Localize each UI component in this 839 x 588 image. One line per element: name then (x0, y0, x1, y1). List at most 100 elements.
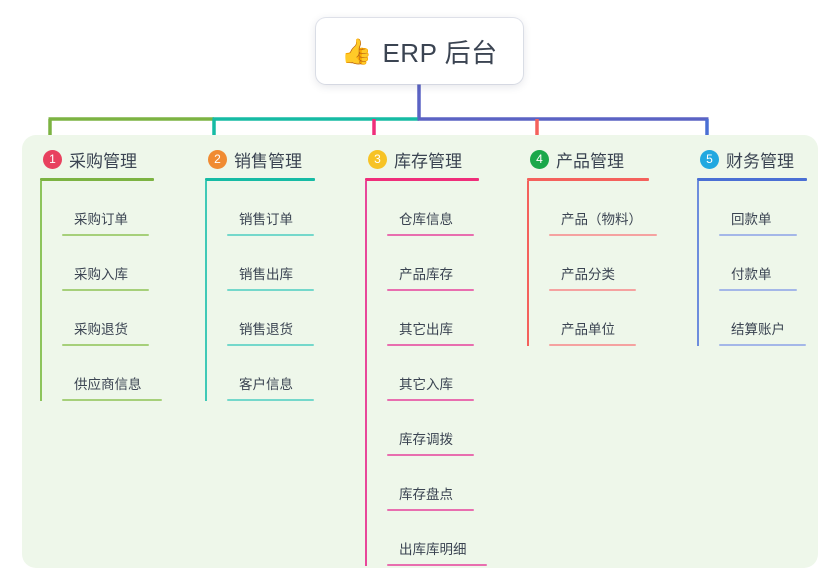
branch-item-list: 回款单付款单结算账户 (697, 181, 807, 346)
branch-header-rule (697, 178, 807, 181)
leaf-item[interactable]: 付款单 (719, 236, 807, 291)
leaf-item-label: 付款单 (731, 267, 772, 282)
branch-item-list: 产品（物料） 产品分类产品单位 (527, 181, 657, 346)
root-node[interactable]: 👍 ERP 后台 (316, 18, 523, 84)
leaf-item[interactable]: 采购退货 (62, 291, 154, 346)
leaf-item-label: 其它出库 (399, 322, 453, 337)
branch-title: 库存管理 (394, 151, 462, 171)
leaf-item-label: 仓库信息 (399, 212, 453, 227)
branch-header[interactable]: 4 产品管理 (527, 147, 649, 171)
leaf-item-rule (227, 289, 314, 291)
leaf-item-rule (719, 344, 806, 346)
leaf-item-label: 回款单 (731, 212, 772, 227)
leaf-item-label: 产品库存 (399, 267, 453, 282)
branch-header-rule (365, 178, 479, 181)
branch-header[interactable]: 2 销售管理 (205, 147, 315, 171)
branch-spine (205, 181, 207, 401)
leaf-item-label: 采购退货 (74, 322, 128, 337)
leaf-item-label: 客户信息 (239, 377, 293, 392)
branch-header[interactable]: 1 采购管理 (40, 147, 154, 171)
leaf-item-label: 产品（物料） (561, 212, 642, 227)
leaf-item-label: 库存盘点 (399, 487, 453, 502)
leaf-item-rule (549, 344, 636, 346)
leaf-item[interactable]: 销售出库 (227, 236, 315, 291)
leaf-item[interactable]: 其它入库 (387, 346, 479, 401)
leaf-item-rule (227, 234, 314, 236)
root-title: ERP 后台 (382, 37, 498, 68)
leaf-item[interactable]: 采购入库 (62, 236, 154, 291)
leaf-item-rule (62, 289, 149, 291)
branch-spine (527, 181, 529, 346)
branch-panel (22, 135, 818, 568)
leaf-item-rule (549, 289, 636, 291)
leaf-item[interactable]: 采购订单 (62, 181, 154, 236)
leaf-item[interactable]: 库存调拨 (387, 401, 479, 456)
leaf-item-rule (387, 399, 474, 401)
thumbs-up-icon: 👍 (341, 37, 373, 66)
branch-number-badge: 2 (208, 149, 227, 169)
leaf-item[interactable]: 产品单位 (549, 291, 649, 346)
branch-item-list: 采购订单采购入库采购退货供应商信息 (40, 181, 162, 401)
leaf-item[interactable]: 产品库存 (387, 236, 479, 291)
leaf-item-label: 采购入库 (74, 267, 128, 282)
leaf-item-rule (719, 289, 797, 291)
leaf-item-label: 销售退货 (239, 322, 293, 337)
branch-header[interactable]: 5 财务管理 (697, 147, 807, 171)
leaf-item-rule (387, 289, 474, 291)
leaf-item-label: 供应商信息 (74, 377, 142, 392)
leaf-item-rule (549, 234, 657, 236)
leaf-item[interactable]: 其它出库 (387, 291, 479, 346)
leaf-item[interactable]: 出库库明细 (387, 511, 487, 566)
branch-number-badge: 4 (530, 149, 549, 169)
leaf-item[interactable]: 销售退货 (227, 291, 315, 346)
branch-column-4: 4 产品管理产品（物料） 产品分类产品单位 (527, 147, 657, 346)
branch-number-badge: 3 (368, 149, 387, 169)
branch-header[interactable]: 3 库存管理 (365, 147, 479, 171)
leaf-item[interactable]: 库存盘点 (387, 456, 479, 511)
branch-header-rule (40, 178, 154, 181)
leaf-item[interactable]: 结算账户 (719, 291, 807, 346)
branch-title: 财务管理 (726, 151, 794, 171)
branch-title: 销售管理 (234, 151, 302, 171)
branch-item-list: 销售订单销售出库销售退货客户信息 (205, 181, 315, 401)
leaf-item-label: 销售订单 (239, 212, 293, 227)
leaf-item[interactable]: 客户信息 (227, 346, 315, 401)
leaf-item[interactable]: 产品分类 (549, 236, 649, 291)
branch-spine (697, 181, 699, 346)
branch-title: 采购管理 (69, 151, 137, 171)
leaf-item[interactable]: 回款单 (719, 181, 807, 236)
branch-spine (365, 181, 367, 566)
leaf-item-rule (62, 234, 149, 236)
leaf-item[interactable]: 仓库信息 (387, 181, 479, 236)
leaf-item-rule (387, 454, 474, 456)
branch-item-list: 仓库信息产品库存其它出库其它入库库存调拨库存盘点出库库明细 (365, 181, 487, 566)
leaf-item-label: 库存调拨 (399, 432, 453, 447)
branch-header-rule (205, 178, 315, 181)
branch-number-badge: 1 (43, 149, 62, 169)
leaf-item-label: 采购订单 (74, 212, 128, 227)
branch-column-5: 5 财务管理回款单付款单结算账户 (697, 147, 807, 346)
leaf-item-rule (387, 564, 487, 566)
branch-column-1: 1 采购管理采购订单采购入库采购退货供应商信息 (40, 147, 162, 401)
leaf-item[interactable]: 供应商信息 (62, 346, 162, 401)
branch-title: 产品管理 (556, 151, 624, 171)
leaf-item-rule (62, 344, 149, 346)
branch-column-2: 2 销售管理销售订单销售出库销售退货客户信息 (205, 147, 315, 401)
branch-spine (40, 181, 42, 401)
leaf-item-label: 出库库明细 (399, 542, 467, 557)
branch-header-rule (527, 178, 649, 181)
leaf-item-rule (719, 234, 797, 236)
branch-column-3: 3 库存管理仓库信息产品库存其它出库其它入库库存调拨库存盘点出库库明细 (365, 147, 487, 566)
leaf-item[interactable]: 销售订单 (227, 181, 315, 236)
leaf-item-label: 销售出库 (239, 267, 293, 282)
leaf-item-rule (62, 399, 162, 401)
leaf-item-rule (387, 344, 474, 346)
leaf-item-rule (227, 399, 314, 401)
leaf-item-rule (387, 509, 474, 511)
leaf-item-label: 产品单位 (561, 322, 615, 337)
leaf-item-label: 结算账户 (731, 322, 785, 337)
leaf-item-label: 产品分类 (561, 267, 615, 282)
leaf-item[interactable]: 产品（物料） (549, 181, 657, 236)
branch-number-badge: 5 (700, 149, 719, 169)
